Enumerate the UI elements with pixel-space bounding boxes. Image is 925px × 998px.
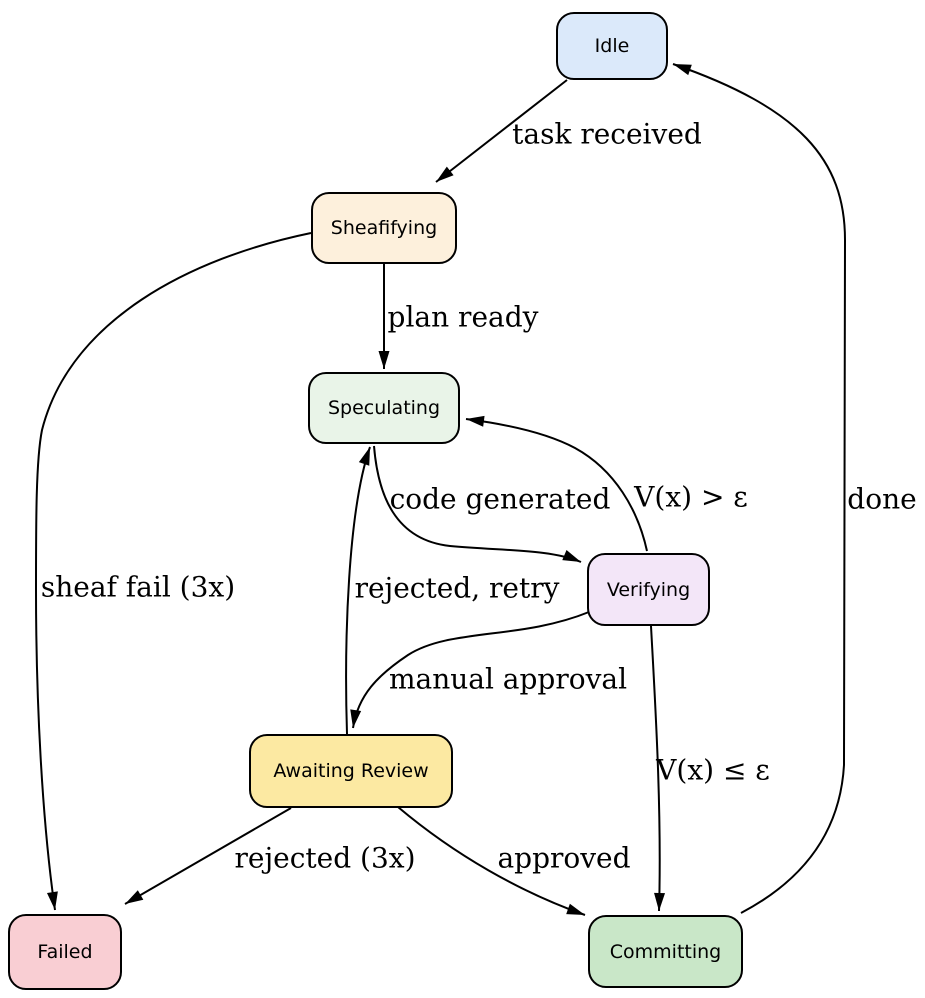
edge-awaiting-review-to-failed xyxy=(124,807,292,905)
edge-label-task-received: task received xyxy=(512,117,702,151)
edge-label-approved: approved xyxy=(497,841,631,875)
edge-label-manual-approval: manual approval xyxy=(388,662,628,696)
state-label-speculating: Speculating xyxy=(327,397,441,419)
state-node-verifying: Verifying xyxy=(587,553,710,626)
state-node-committing: Committing xyxy=(588,915,743,988)
edge-awaiting-review-to-committing xyxy=(397,806,586,916)
edge-committing-to-idle xyxy=(672,63,847,914)
edge-verifying-to-committing xyxy=(650,625,666,912)
edge-label-rejected-3x: rejected (3x) xyxy=(234,841,416,875)
edge-idle-to-sheafifying xyxy=(435,79,568,183)
edge-label-vx-gt-epsilon: V(x) > ε xyxy=(634,480,748,514)
state-label-awaiting-review: Awaiting Review xyxy=(273,760,429,782)
edge-awaiting-review-to-speculating xyxy=(345,446,371,735)
edge-verifying-to-speculating xyxy=(465,415,648,552)
state-node-sheafifying: Sheafifying xyxy=(311,192,457,264)
edge-speculating-to-verifying xyxy=(373,445,582,563)
edge-label-done: done xyxy=(847,482,917,516)
edge-label-code-generated: code generated xyxy=(389,482,611,516)
edge-label-sheaf-fail-3x: sheaf fail (3x) xyxy=(40,570,236,604)
state-node-failed: Failed xyxy=(8,914,122,990)
state-node-speculating: Speculating xyxy=(308,372,460,444)
state-label-verifying: Verifying xyxy=(606,578,691,601)
edge-label-vx-le-epsilon: V(x) ≤ ε xyxy=(656,753,770,787)
state-label-committing: Committing xyxy=(609,940,722,963)
edge-sheafifying-to-failed xyxy=(34,232,312,911)
edge-verifying-to-awaiting-review xyxy=(350,611,590,729)
state-label-sheafifying: Sheafifying xyxy=(330,217,438,239)
state-label-failed: Failed xyxy=(37,941,93,963)
state-node-idle: Idle xyxy=(556,12,668,80)
edge-label-plan-ready: plan ready xyxy=(387,300,539,334)
edge-label-rejected-retry: rejected, retry xyxy=(354,571,560,605)
state-label-idle: Idle xyxy=(594,35,630,57)
state-node-awaiting-review: Awaiting Review xyxy=(249,734,453,808)
